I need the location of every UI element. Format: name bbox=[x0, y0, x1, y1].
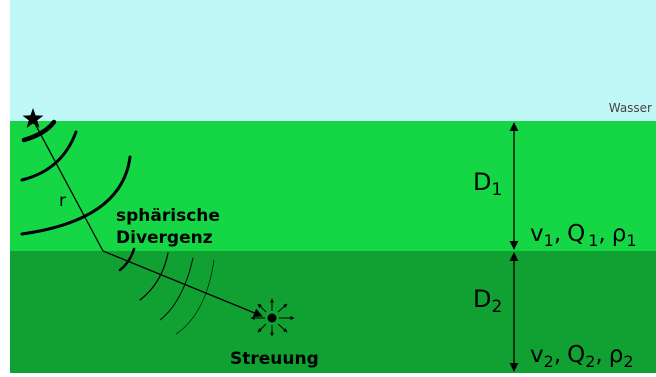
radius-label: r bbox=[59, 191, 66, 211]
layer-1 bbox=[10, 121, 656, 251]
water-label: Wasser bbox=[609, 101, 652, 115]
d2-label: D2 bbox=[473, 285, 502, 317]
star-icon bbox=[22, 108, 44, 128]
wavefronts-layer-2 bbox=[118, 247, 215, 335]
scatter-point-icon bbox=[250, 298, 295, 337]
ray-path bbox=[32, 119, 263, 318]
divergence-label-line2: Divergenz bbox=[116, 228, 213, 248]
scattering-label: Streuung bbox=[230, 349, 319, 369]
layer2-params: v2,Q2,ρ2 bbox=[530, 342, 634, 371]
layer-2 bbox=[10, 251, 656, 373]
divergence-label-line1: sphärische bbox=[116, 206, 220, 226]
d1-label: D1 bbox=[473, 168, 502, 200]
water-layer bbox=[10, 0, 656, 121]
